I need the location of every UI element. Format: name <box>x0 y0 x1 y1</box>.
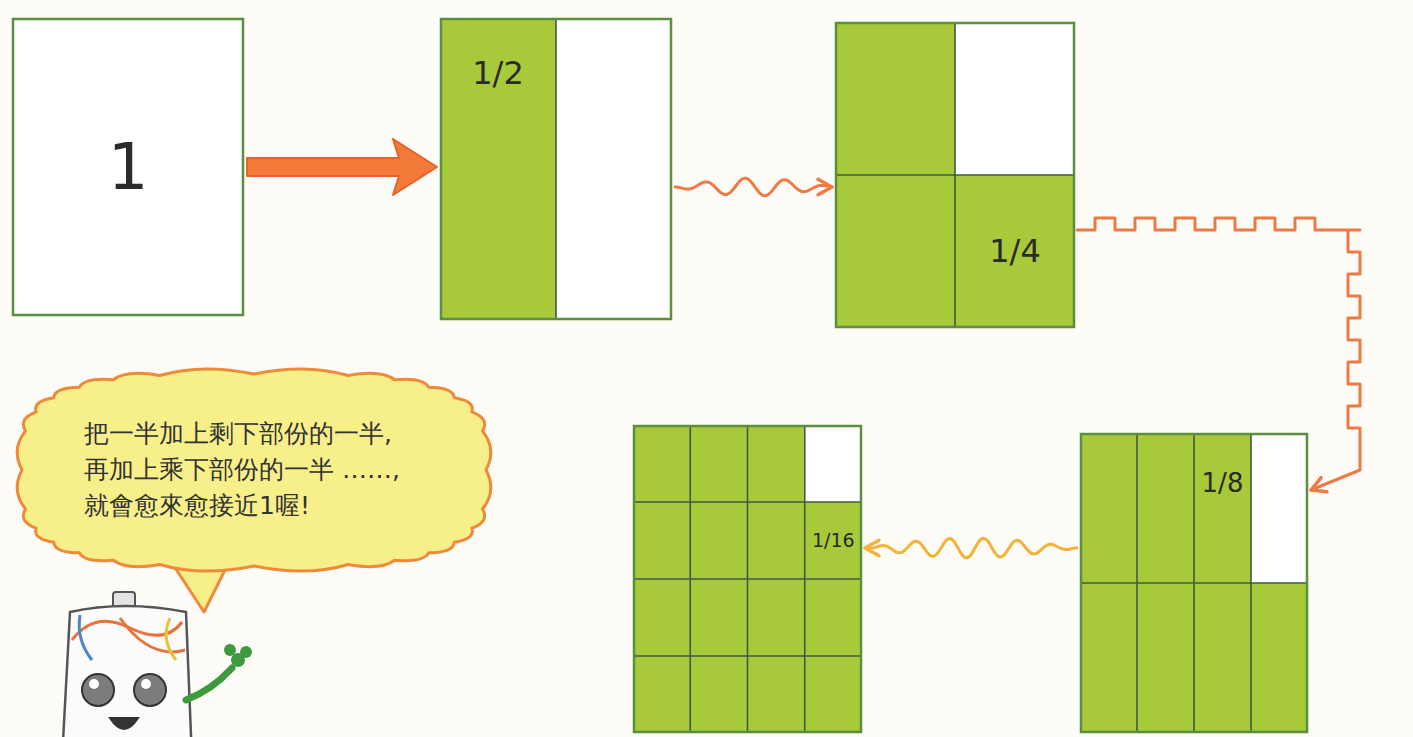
robot <box>62 592 252 737</box>
grid-drawing <box>633 425 862 733</box>
fraction-label: 1/8 <box>1202 469 1244 498</box>
fraction-label: 1/2 <box>472 56 524 91</box>
fraction-label: 1/16 <box>812 530 855 551</box>
fraction-label: 1/4 <box>989 234 1041 269</box>
quarter-box: 1/4 <box>835 22 1075 328</box>
block-arrow <box>247 139 437 195</box>
eighth-box: 1/8 <box>1080 433 1308 733</box>
wavy-arrow <box>865 538 1077 558</box>
half-box: 1/2 <box>440 18 672 320</box>
whole-box: 1 <box>12 18 244 316</box>
sixteenth-box: 1/16 <box>633 425 862 733</box>
bubble-text: 把一半加上剩下部份的一半, 再加上乘下部份的一半 ……,就會愈來愈接近1喔! <box>84 416 424 525</box>
grid-drawing <box>835 22 1075 328</box>
squiggle-arrow <box>675 178 832 196</box>
speech-bubble: 把一半加上剩下部份的一半, 再加上乘下部份的一半 ……,就會愈來愈接近1喔! <box>8 360 500 580</box>
number-label: 1 <box>108 132 149 202</box>
grid-drawing <box>1080 433 1308 733</box>
